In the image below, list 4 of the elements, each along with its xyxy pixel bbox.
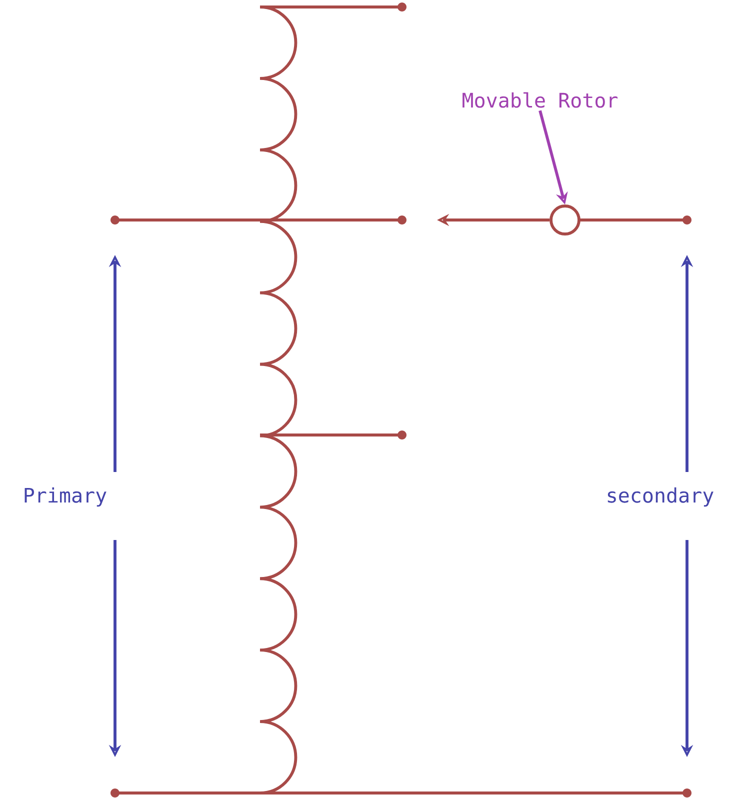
rotor-circle bbox=[550, 204, 580, 236]
dimension-label: secondary bbox=[608, 487, 714, 507]
dimension-label: Primary bbox=[24, 487, 106, 507]
rotor-label: Movable Rotor bbox=[462, 92, 618, 108]
